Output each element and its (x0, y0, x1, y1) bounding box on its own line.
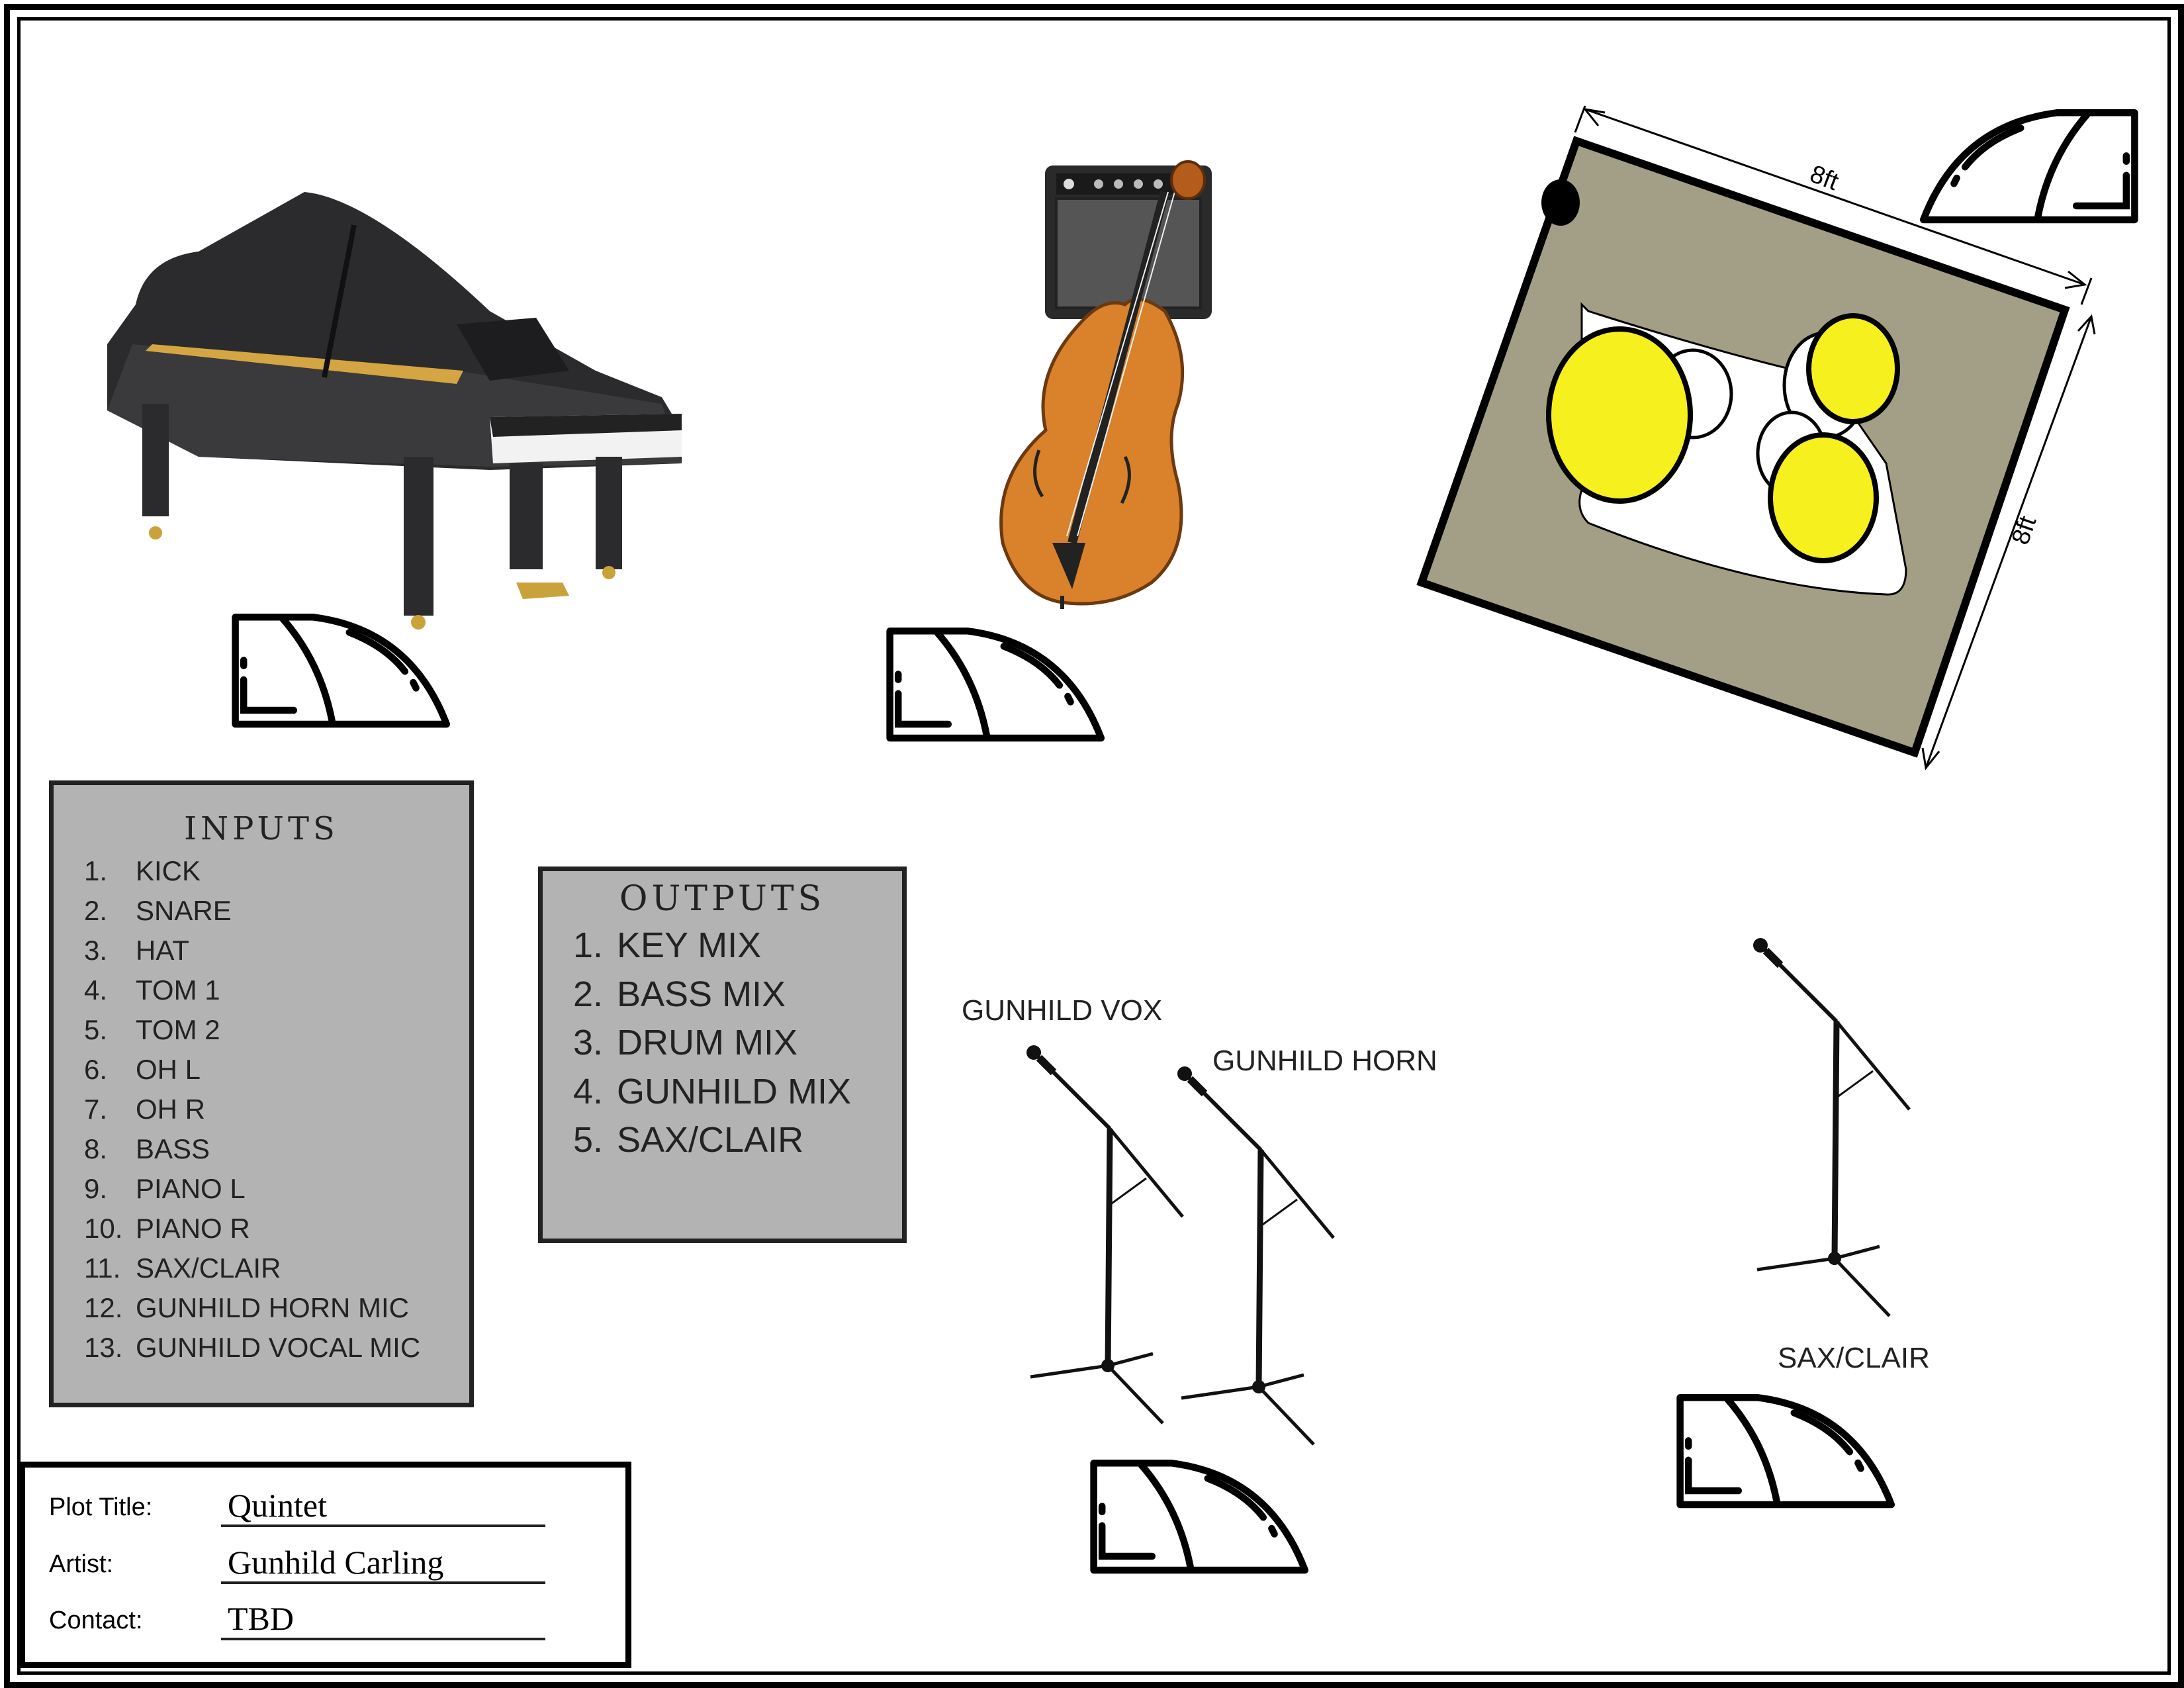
item-label: GUNHILD MIX (617, 1071, 852, 1111)
item-number: 13. (84, 1332, 123, 1363)
bass-amp-icon (1045, 165, 1212, 319)
inputs-list-item: 1. KICK (84, 851, 469, 891)
outputs-list-item: 4. GUNHILD MIX (573, 1068, 902, 1117)
inputs-list-item: 2. SNARE (84, 891, 469, 931)
item-label: OH R (136, 1094, 205, 1125)
mic-stand-gunhild-vox-icon (1026, 1045, 1183, 1423)
artist-value: Gunhild Carling (221, 1543, 545, 1584)
item-number: 5. (84, 1014, 108, 1045)
inputs-list-item: 8. BASS (84, 1129, 469, 1169)
item-number: 5. (573, 1120, 604, 1160)
monitor-wedge-sax (1680, 1397, 1891, 1505)
item-label: TOM 1 (136, 974, 220, 1006)
mic-label-gunhild-horn: GUNHILD HORN (1212, 1045, 1437, 1077)
inputs-heading: INPUTS (184, 810, 339, 847)
monitor-wedge-piano (236, 617, 447, 724)
inputs-list-item: 13. GUNHILD VOCAL MIC (84, 1328, 469, 1368)
item-label: GUNHILD HORN MIC (136, 1292, 410, 1323)
item-number: 4. (573, 1071, 604, 1111)
item-label: BASS MIX (617, 974, 786, 1014)
item-number: 2. (84, 895, 108, 926)
outputs-list-item: 1. KEY MIX (573, 921, 902, 970)
inputs-list-item: 6. OH L (84, 1050, 469, 1090)
outputs-heading: OUTPUTS (619, 879, 826, 919)
monitor-wedge-bass (890, 631, 1101, 738)
monitor-wedge-gunhild (1094, 1463, 1305, 1570)
inputs-list-item: 9. PIANO L (84, 1169, 469, 1209)
page-border-outer (4, 4, 2184, 1688)
plot-title-value: Quintet (221, 1486, 545, 1527)
mic-stand-gunhild-horn-icon (1177, 1066, 1334, 1444)
item-number: 2. (573, 974, 604, 1014)
cymbal (1546, 326, 1693, 504)
item-label: SNARE (136, 895, 232, 926)
plot-title-label: Plot Title: (49, 1493, 153, 1521)
item-number: 3. (84, 935, 108, 966)
inputs-list-item: 12. GUNHILD HORN MIC (84, 1288, 469, 1328)
outputs-list-item: 5. SAX/CLAIR (573, 1116, 902, 1165)
item-label: TOM 2 (136, 1014, 220, 1045)
mic-stand-sax-clair-icon (1753, 938, 1909, 1316)
item-number: 6. (84, 1054, 108, 1085)
upright-bass-icon (999, 160, 1206, 609)
item-label: BASS (136, 1133, 210, 1164)
item-number: 10. (84, 1213, 123, 1244)
item-label: KICK (136, 855, 201, 886)
mic-label-sax-clair: SAX/CLAIR (1778, 1342, 1930, 1374)
item-label: PIANO L (136, 1173, 246, 1204)
item-number: 9. (84, 1173, 108, 1204)
kick-drum (1541, 179, 1580, 226)
item-label: KEY MIX (617, 925, 762, 965)
item-number: 1. (573, 925, 604, 965)
drum-riser (1416, 105, 2096, 771)
page-border-inner (17, 17, 2171, 1675)
item-label: DRUM MIX (617, 1023, 797, 1062)
mic-label-gunhild-vox: GUNHILD VOX (962, 994, 1163, 1027)
title-block: Plot Title: Quintet Artist: Gunhild Carl… (19, 1462, 631, 1668)
item-number: 12. (84, 1292, 123, 1323)
item-number: 8. (84, 1133, 108, 1164)
inputs-list-item: 10. PIANO R (84, 1209, 469, 1248)
outputs-list-item: 3. DRUM MIX (573, 1019, 902, 1068)
inputs-list-item: 4. TOM 1 (84, 970, 469, 1010)
artist-row: Artist: Gunhild Carling (49, 1531, 565, 1584)
item-number: 11. (84, 1252, 121, 1284)
inputs-list-item: 11. SAX/CLAIR (84, 1248, 469, 1288)
monitor-wedge-drums (1923, 113, 2134, 220)
item-label: HAT (136, 935, 189, 966)
inputs-list-panel: INPUTS 1. KICK 2. SNARE 3. HAT 4. TOM 1 5. TOM 2 6… (49, 780, 474, 1407)
cymbal (1768, 432, 1879, 563)
item-label: SAX/CLAIR (136, 1252, 281, 1284)
outputs-list-panel: OUTPUTS 1. KEY MIX 2. BASS MIX 3. DRUM MIX 4. G… (538, 867, 907, 1243)
inputs-list-item: 3. HAT (84, 931, 469, 970)
item-label: GUNHILD VOCAL MIC (136, 1332, 421, 1363)
item-label: OH L (136, 1054, 201, 1085)
cymbal (1806, 313, 1900, 424)
contact-value: TBD (221, 1599, 545, 1640)
inputs-list: 1. KICK 2. SNARE 3. HAT 4. TOM 1 5. TOM 2 6. OH L 7.… (54, 851, 469, 1368)
item-number: 4. (84, 974, 108, 1006)
item-label: SAX/CLAIR (617, 1120, 804, 1160)
item-number: 7. (84, 1094, 108, 1125)
grand-piano-icon (107, 192, 682, 630)
item-number: 3. (573, 1023, 604, 1062)
contact-label: Contact: (49, 1607, 143, 1634)
artist-label: Artist: (49, 1550, 114, 1578)
plot-title-row: Plot Title: Quintet (49, 1474, 565, 1527)
outputs-list: 1. KEY MIX 2. BASS MIX 3. DRUM MIX 4. GUNHILD M… (543, 921, 902, 1165)
inputs-list-item: 5. TOM 2 (84, 1010, 469, 1050)
contact-row: Contact: TBD (49, 1587, 565, 1640)
inputs-list-item: 7. OH R (84, 1090, 469, 1129)
item-number: 1. (84, 855, 108, 886)
outputs-list-item: 2. BASS MIX (573, 970, 902, 1019)
item-label: PIANO R (136, 1213, 250, 1244)
